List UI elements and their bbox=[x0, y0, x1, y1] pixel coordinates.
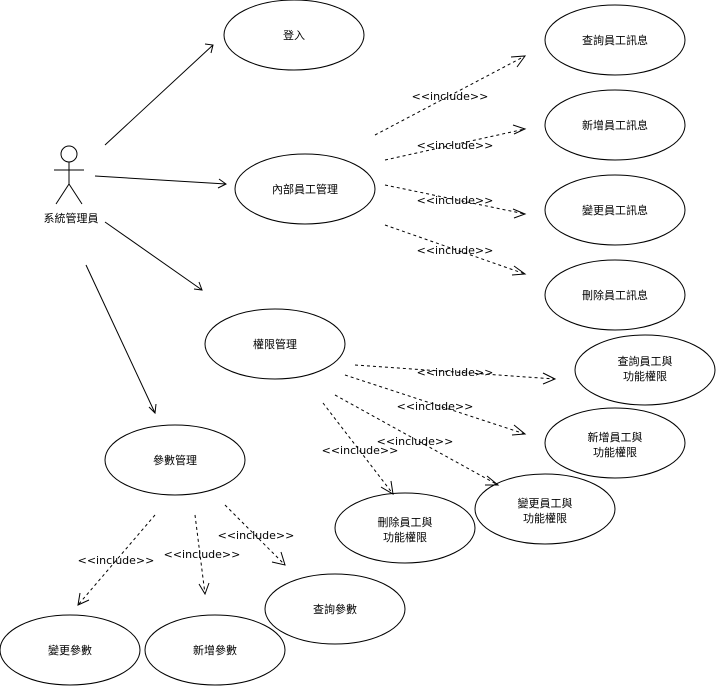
use-case-add-staff-label: 新增員工訊息 bbox=[582, 118, 648, 132]
use-case-delete-staff-permission-label-line2: 功能權限 bbox=[383, 530, 427, 544]
actor-head bbox=[60, 145, 78, 163]
include-delete-staff-permission[interactable]: <<include>> bbox=[322, 402, 399, 495]
include-label-change-param: <<include>> bbox=[78, 554, 155, 567]
use-case-change-param[interactable]: 變更參數 bbox=[0, 614, 141, 686]
actor-left-leg bbox=[55, 183, 70, 205]
arrowhead-permission bbox=[193, 281, 203, 291]
arrowhead-login bbox=[204, 43, 214, 54]
include-label-delete-staff: <<include>> bbox=[417, 244, 494, 257]
use-case-login-label: 登入 bbox=[283, 28, 305, 42]
use-case-permission-mgmt-label: 權限管理 bbox=[253, 337, 297, 351]
use-case-change-staff-permission[interactable]: 變更員工與 功能權限 bbox=[474, 473, 616, 545]
include-label-add-param: <<include>> bbox=[164, 548, 241, 561]
include-change-staff[interactable]: <<include>> bbox=[384, 184, 527, 219]
use-case-add-param-label: 新增參數 bbox=[193, 643, 237, 657]
use-case-internal-staff-mgmt-label: 內部員工管理 bbox=[272, 182, 338, 196]
use-case-query-staff-permission[interactable]: 查詢員工與 功能權限 bbox=[574, 334, 716, 406]
include-label-query-staff: <<include>> bbox=[412, 90, 489, 103]
use-case-change-staff-permission-label-line2: 功能權限 bbox=[523, 511, 567, 525]
use-case-change-staff[interactable]: 變更員工訊息 bbox=[544, 174, 686, 246]
use-case-query-staff-label: 查詢員工訊息 bbox=[582, 33, 648, 47]
actor-right-leg bbox=[68, 183, 83, 205]
actor-system-admin[interactable]: 系統管理員 bbox=[44, 145, 99, 225]
use-case-query-param[interactable]: 查詢參數 bbox=[264, 573, 406, 645]
use-case-change-param-label: 變更參數 bbox=[48, 643, 92, 657]
use-case-change-staff-label: 變更員工訊息 bbox=[582, 203, 648, 217]
arrowhead-internal-staff bbox=[217, 178, 227, 189]
actor-label: 系統管理員 bbox=[44, 211, 99, 225]
use-case-query-param-label: 查詢參數 bbox=[313, 602, 357, 616]
use-case-change-staff-permission-label-line1: 變更員工與 bbox=[518, 496, 573, 510]
include-label-add-staff: <<include>> bbox=[417, 139, 494, 152]
use-case-delete-staff-label: 刪除員工訊息 bbox=[582, 288, 648, 302]
include-change-param[interactable]: <<include>> bbox=[77, 514, 156, 606]
include-add-param[interactable]: <<include>> bbox=[164, 514, 241, 596]
use-case-delete-staff-permission[interactable]: 刪除員工與 功能權限 bbox=[334, 492, 476, 564]
use-case-add-staff-permission-label-line2: 功能權限 bbox=[593, 445, 637, 459]
use-case-param-mgmt[interactable]: 參數管理 bbox=[104, 424, 246, 496]
include-add-staff[interactable]: <<include>> bbox=[384, 124, 527, 161]
include-label-change-staff-permission: <<include>> bbox=[377, 435, 454, 448]
association-permission bbox=[104, 221, 203, 291]
use-case-add-staff-permission[interactable]: 新增員工與 功能權限 bbox=[544, 407, 686, 479]
association-internal-staff bbox=[94, 175, 227, 185]
association-param bbox=[85, 264, 156, 414]
include-query-param[interactable]: <<include>> bbox=[218, 504, 295, 566]
use-case-delete-staff-permission-label-line1: 刪除員工與 bbox=[378, 515, 433, 529]
use-case-permission-mgmt[interactable]: 權限管理 bbox=[204, 308, 346, 380]
include-label-delete-staff-permission: <<include>> bbox=[322, 444, 399, 457]
use-case-param-mgmt-label: 參數管理 bbox=[153, 453, 197, 467]
include-change-staff-permission[interactable]: <<include>> bbox=[334, 394, 500, 486]
include-label-query-staff-permission: <<include>> bbox=[417, 366, 494, 379]
include-label-query-param: <<include>> bbox=[218, 529, 295, 542]
use-case-delete-staff[interactable]: 刪除員工訊息 bbox=[544, 259, 686, 331]
include-label-add-staff-permission: <<include>> bbox=[397, 400, 474, 413]
arrowhead-param bbox=[148, 403, 157, 415]
use-case-login[interactable]: 登入 bbox=[223, 0, 365, 71]
association-login bbox=[104, 44, 214, 146]
use-case-query-staff-permission-label-line1: 查詢員工與 bbox=[618, 354, 673, 368]
include-label-change-staff: <<include>> bbox=[417, 194, 494, 207]
include-add-staff-permission[interactable]: <<include>> bbox=[344, 374, 527, 436]
use-case-add-staff[interactable]: 新增員工訊息 bbox=[544, 89, 686, 161]
use-case-add-staff-permission-label-line1: 新增員工與 bbox=[588, 430, 643, 444]
include-query-staff: <<include>> bbox=[374, 55, 527, 136]
use-case-add-param[interactable]: 新增參數 bbox=[144, 614, 286, 686]
include-delete-staff[interactable]: <<include>> bbox=[384, 224, 527, 276]
use-case-query-staff[interactable]: 查詢員工訊息 bbox=[544, 4, 686, 76]
associations bbox=[85, 43, 227, 415]
include-query-staff-permission[interactable]: <<include>> bbox=[354, 364, 557, 385]
use-case-query-staff-permission-label-line2: 功能權限 bbox=[623, 369, 667, 383]
use-case-internal-staff-mgmt[interactable]: 內部員工管理 bbox=[234, 153, 376, 225]
